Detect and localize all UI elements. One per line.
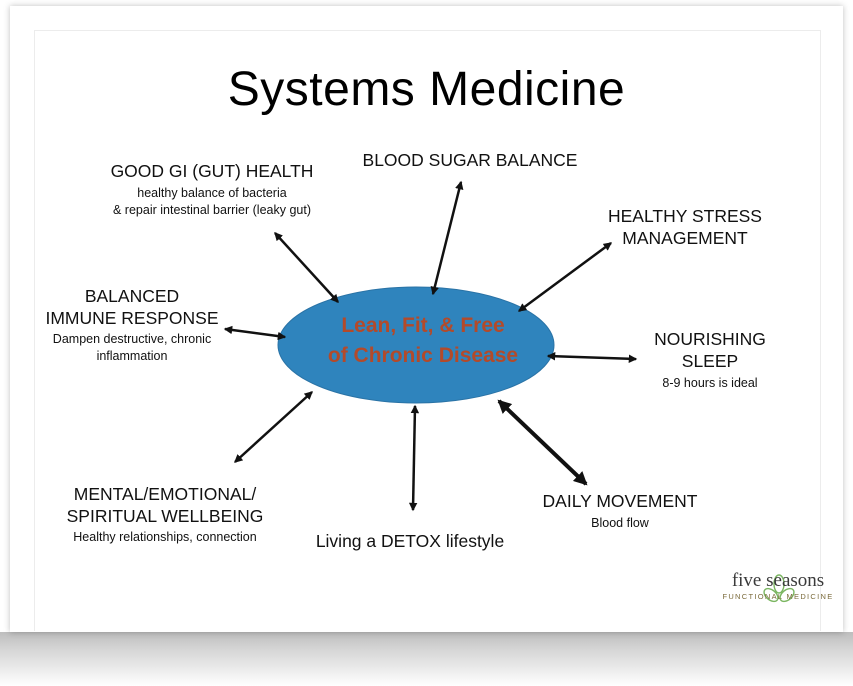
node-immune-sub2: inflammation — [96, 349, 168, 363]
node-stress-heading1: HEALTHY STRESS — [608, 206, 762, 226]
five-seasons-logo: five seasons FUNCTIONAL MEDICINE — [720, 570, 836, 602]
node-mental-heading2: SPIRITUAL WELLBEING — [66, 506, 264, 526]
center-label-line2: of Chronic Disease — [327, 344, 519, 367]
slide-frame — [34, 30, 821, 631]
node-movement: DAILY MOVEMENT Blood flow — [525, 490, 715, 532]
five-seasons-leaf-icon — [763, 574, 795, 603]
arrow-immune — [223, 325, 287, 341]
center-ellipse — [277, 286, 555, 404]
arrow-blood-sugar — [430, 180, 464, 296]
node-gut-health: GOOD GI (GUT) HEALTH healthy balance of … — [62, 160, 362, 219]
node-mental-heading1: MENTAL/EMOTIONAL/ — [73, 484, 257, 504]
node-blood-sugar: BLOOD SUGAR BALANCE — [340, 149, 600, 171]
node-stress: HEALTHY STRESS MANAGEMENT — [590, 205, 780, 249]
node-immune: BALANCED IMMUNE RESPONSE Dampen destruct… — [32, 285, 232, 365]
center-label-line1: Lean, Fit, & Free — [341, 314, 505, 337]
node-sleep: NOURISHING SLEEP 8-9 hours is ideal — [640, 328, 780, 392]
node-mental-sub: Healthy relationships, connection — [73, 530, 257, 544]
arrow-movement — [497, 399, 588, 486]
arrow-mental — [234, 391, 313, 463]
node-sleep-heading2: SLEEP — [681, 351, 739, 371]
node-gut-heading: GOOD GI (GUT) HEALTH — [110, 161, 314, 181]
node-sleep-sub: 8-9 hours is ideal — [662, 376, 758, 390]
node-movement-heading: DAILY MOVEMENT — [542, 491, 698, 511]
node-detox-heading: Living a DETOX lifestyle — [315, 531, 505, 551]
node-gut-sub2: & repair intestinal barrier (leaky gut) — [113, 203, 311, 217]
arrow-gut — [274, 232, 339, 303]
node-detox: Living a DETOX lifestyle — [300, 530, 520, 552]
node-sleep-heading1: NOURISHING — [654, 329, 766, 349]
logo-tagline: FUNCTIONAL MEDICINE — [722, 592, 834, 601]
page-title: Systems Medicine — [227, 63, 626, 116]
node-immune-sub1: Dampen destructive, chronic — [52, 332, 212, 346]
node-immune-heading1: BALANCED — [84, 286, 180, 306]
node-stress-heading2: MANAGEMENT — [622, 228, 748, 248]
arrow-stress — [517, 241, 613, 313]
node-blood-sugar-heading: BLOOD SUGAR BALANCE — [362, 150, 578, 170]
node-movement-sub: Blood flow — [591, 516, 649, 530]
node-gut-sub1: healthy balance of bacteria — [137, 186, 287, 200]
node-mental: MENTAL/EMOTIONAL/ SPIRITUAL WELLBEING He… — [40, 483, 290, 546]
arrow-detox — [408, 404, 420, 512]
node-immune-heading2: IMMUNE RESPONSE — [45, 308, 219, 328]
logo-name: five seasons — [731, 570, 825, 591]
center-label: Lean, Fit, & Free of Chronic Disease — [288, 311, 558, 371]
page-shadow — [0, 632, 853, 686]
arrow-sleep — [546, 351, 638, 364]
